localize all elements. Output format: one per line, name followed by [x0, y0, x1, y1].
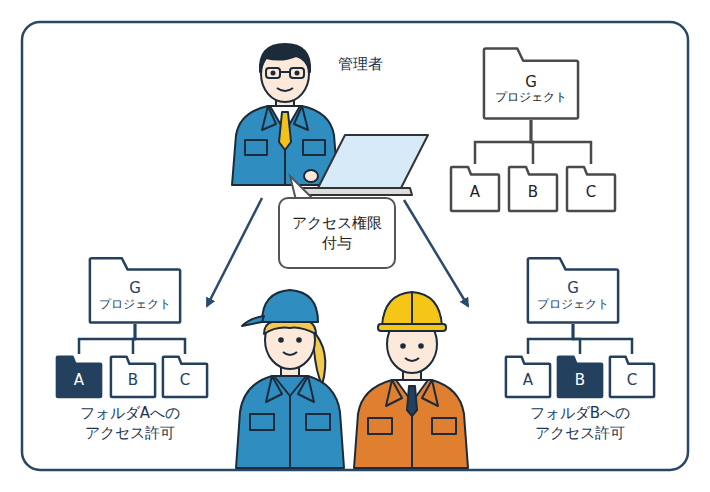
tree-connector	[79, 324, 135, 354]
frame	[22, 22, 688, 470]
folder-outline	[557, 354, 603, 398]
folder-letter: A	[470, 184, 480, 201]
folder-box: B	[110, 354, 156, 398]
manager-figure	[232, 44, 338, 185]
folder-name: プロジェクト	[537, 298, 609, 312]
folder-letter: C	[586, 184, 596, 201]
folder-box: C	[609, 354, 655, 398]
folder-box: C	[162, 354, 208, 398]
folder-name: プロジェクト	[495, 91, 567, 105]
assign-arrow	[207, 198, 262, 306]
folder-box: Gプロジェクト	[526, 254, 620, 324]
folder-letter: C	[180, 372, 190, 389]
folder-letter: B	[575, 372, 585, 389]
folder-box: Gプロジェクト	[482, 44, 580, 120]
folder-letter: B	[528, 184, 538, 201]
folder-outline	[505, 354, 551, 398]
assign-arrow	[404, 200, 468, 306]
speech-bubble: アクセス権限 付与	[278, 197, 396, 269]
folder-box: Gプロジェクト	[88, 254, 182, 324]
folder-box: A	[505, 354, 551, 398]
tree-connector	[573, 324, 632, 354]
folder-outline	[162, 354, 208, 398]
folder-box: B	[557, 354, 603, 398]
role-label: 管理者	[338, 54, 383, 74]
folder-outline	[609, 354, 655, 398]
folder-outline	[110, 354, 156, 398]
folder-box: C	[566, 164, 616, 212]
folder-letter: G	[567, 280, 579, 297]
folder-outline	[450, 164, 500, 212]
laptop	[296, 135, 428, 195]
folder-letter: G	[129, 280, 141, 297]
folder-outline	[526, 254, 620, 324]
tree-connector	[475, 120, 531, 164]
access-caption: フォルダAへの アクセス許可	[50, 403, 210, 444]
folder-outline	[482, 44, 580, 120]
access-caption: フォルダBへの アクセス許可	[500, 403, 660, 444]
folder-outline	[56, 354, 102, 398]
folder-box: A	[450, 164, 500, 212]
worker-woman	[236, 290, 344, 468]
folder-letter: G	[525, 74, 537, 91]
tree-connector	[528, 324, 573, 354]
bubble-text: アクセス権限 付与	[289, 213, 385, 254]
folder-letter: A	[523, 372, 533, 389]
folder-name: プロジェクト	[99, 298, 171, 312]
folder-letter: A	[74, 372, 84, 389]
folder-outline	[88, 254, 182, 324]
folder-letter: C	[627, 372, 637, 389]
folder-outline	[508, 164, 558, 212]
bubble-tail	[290, 176, 314, 200]
folder-letter: B	[128, 372, 138, 389]
tree-connector	[135, 324, 185, 354]
worker-man	[354, 292, 468, 468]
folder-box: B	[508, 164, 558, 212]
tree-connector	[531, 120, 591, 164]
folder-outline	[566, 164, 616, 212]
folder-box: A	[56, 354, 102, 398]
